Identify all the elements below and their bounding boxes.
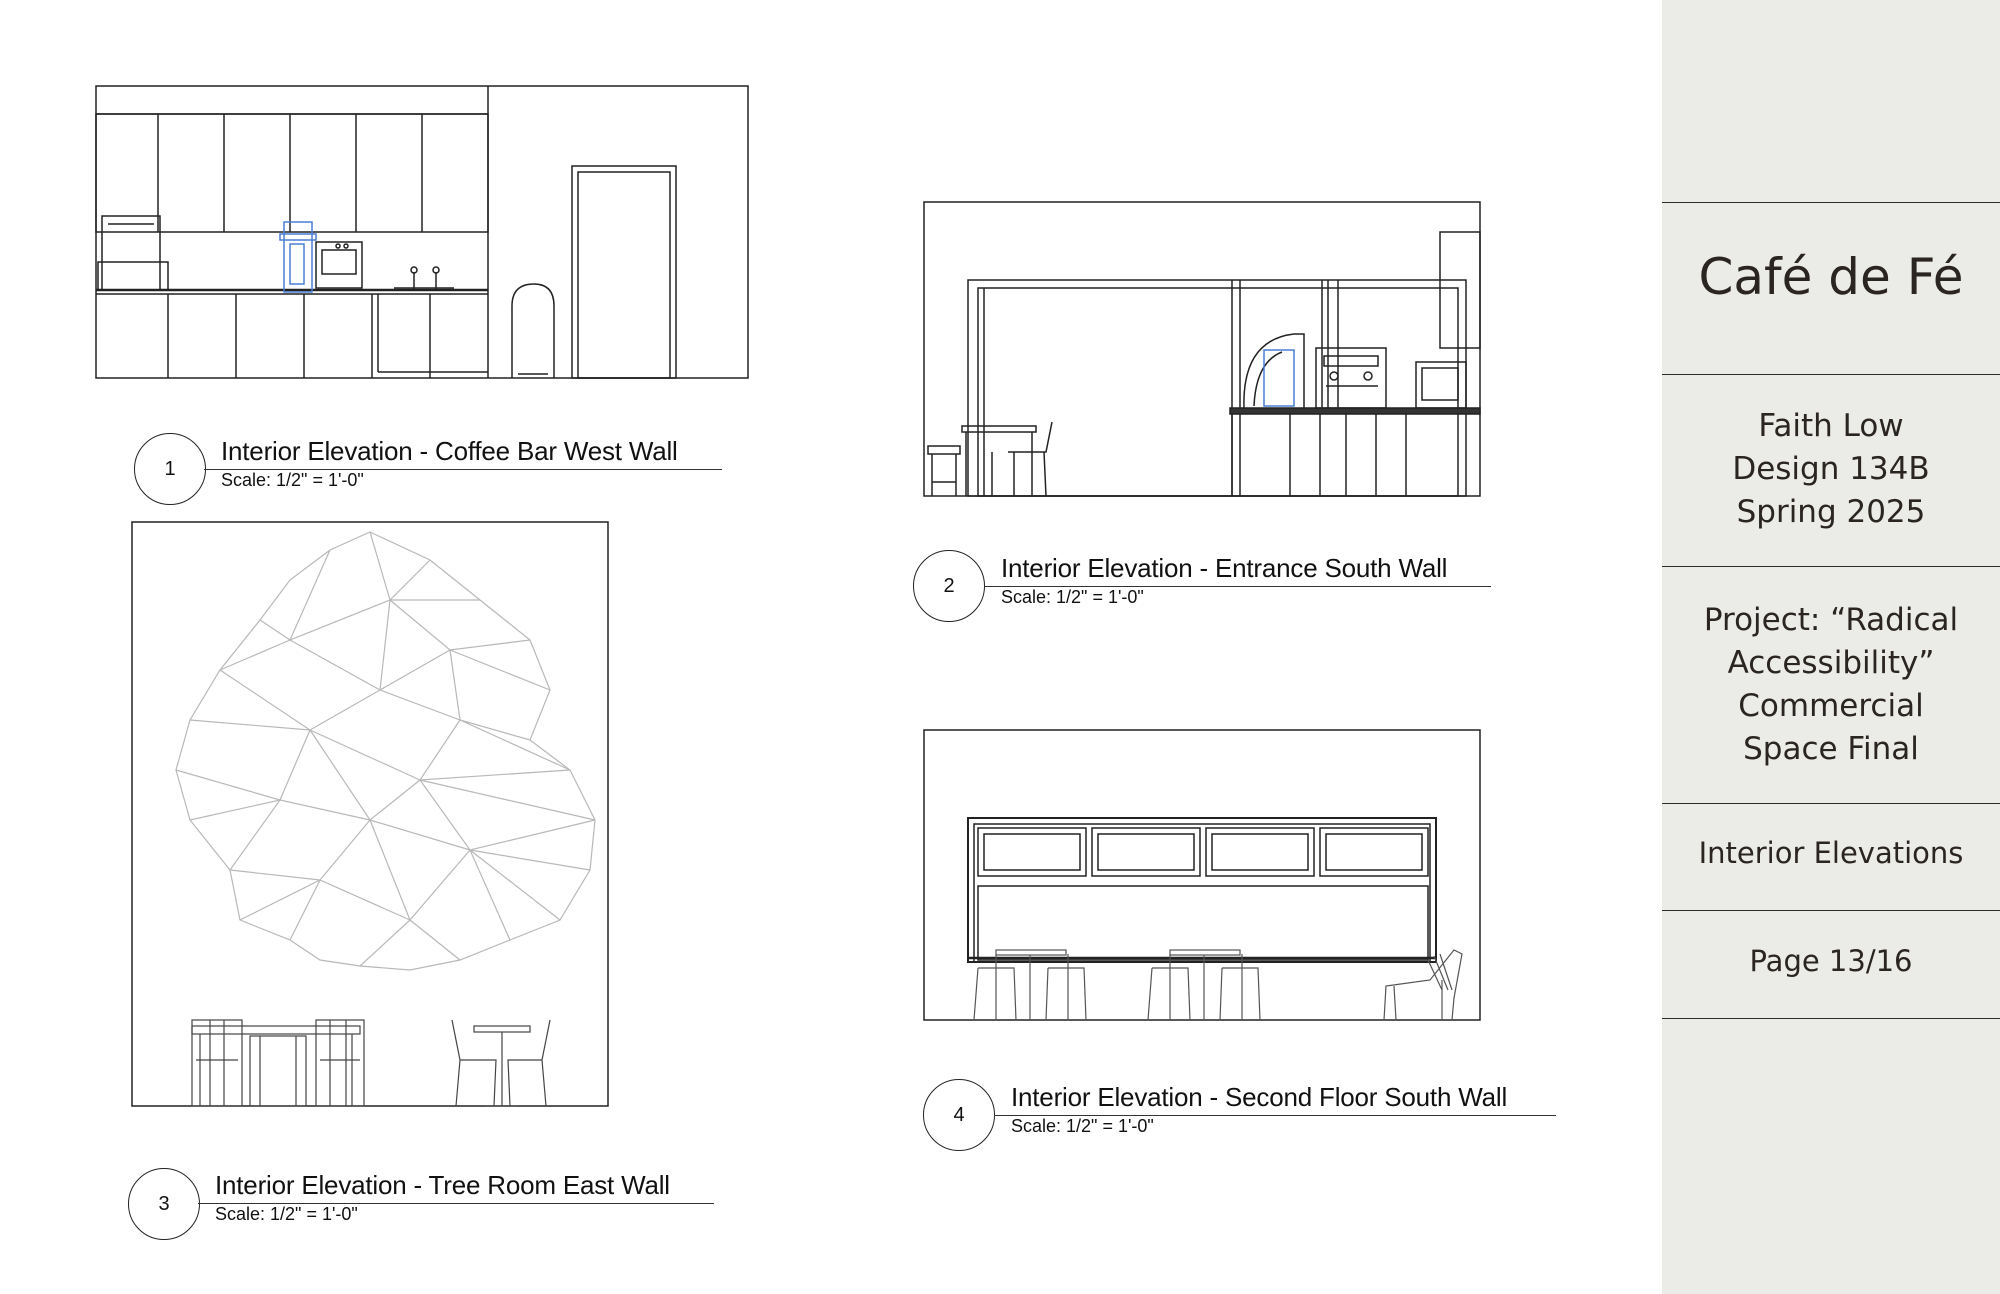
title-block-divider [1662, 803, 2000, 804]
elevation-4-scale: Scale: 1/2" = 1'-0" [1011, 1116, 1154, 1136]
project-line-1: Project: “Radical [1703, 602, 1959, 638]
elevation-4-rule [994, 1115, 1556, 1116]
elevation-3-rule [198, 1203, 714, 1204]
page-number: Page 13/16 [1749, 944, 1913, 978]
elevation-2-number: 2 [913, 550, 985, 622]
cafe-name: Café de Fé [1698, 248, 1964, 306]
elevation-2-title: Interior Elevation - Entrance South Wall [1001, 553, 1448, 583]
title-block: Café de Fé Faith Low Design 134B Spring … [1662, 0, 2000, 1294]
elevation-3-title: Interior Elevation - Tree Room East Wall [215, 1170, 670, 1200]
title-block-divider [1662, 202, 2000, 203]
elevation-3-drawing [130, 520, 610, 1110]
elevation-1-scale: Scale: 1/2" = 1'-0" [221, 470, 364, 490]
elevation-2-rule [984, 586, 1491, 587]
sheet-title: Interior Elevations [1698, 836, 1964, 870]
project-line-4: Space Final [1743, 731, 1919, 767]
designer-name: Faith Low [1758, 408, 1904, 444]
elevation-3-number: 3 [128, 1168, 200, 1240]
elevation-4-drawing [922, 728, 1484, 1023]
elevation-2-drawing [922, 200, 1484, 500]
title-block-divider [1662, 566, 2000, 567]
elevation-2-scale: Scale: 1/2" = 1'-0" [1001, 587, 1144, 607]
project-line-2: Accessibility” [1727, 645, 1935, 681]
drawing-area: 1 Interior Elevation - Coffee Bar West W… [94, 84, 1556, 1240]
title-block-divider [1662, 910, 2000, 911]
elevation-1-number: 1 [134, 433, 206, 505]
term: Spring 2025 [1736, 494, 1926, 530]
elevation-4-number: 4 [923, 1079, 995, 1151]
project-info: Project: “Radical Accessibility” Commerc… [1662, 599, 2000, 771]
elevation-1-title: Interior Elevation - Coffee Bar West Wal… [221, 436, 678, 466]
title-block-divider [1662, 1018, 2000, 1019]
title-block-divider [1662, 374, 2000, 375]
elevation-4-title: Interior Elevation - Second Floor South … [1011, 1082, 1508, 1112]
course-name: Design 134B [1732, 451, 1930, 487]
elevation-3-scale: Scale: 1/2" = 1'-0" [215, 1204, 358, 1224]
designer-info: Faith Low Design 134B Spring 2025 [1662, 405, 2000, 534]
project-line-3: Commercial [1738, 688, 1924, 724]
elevation-1-drawing [94, 84, 754, 384]
elevation-1-rule [204, 469, 722, 470]
